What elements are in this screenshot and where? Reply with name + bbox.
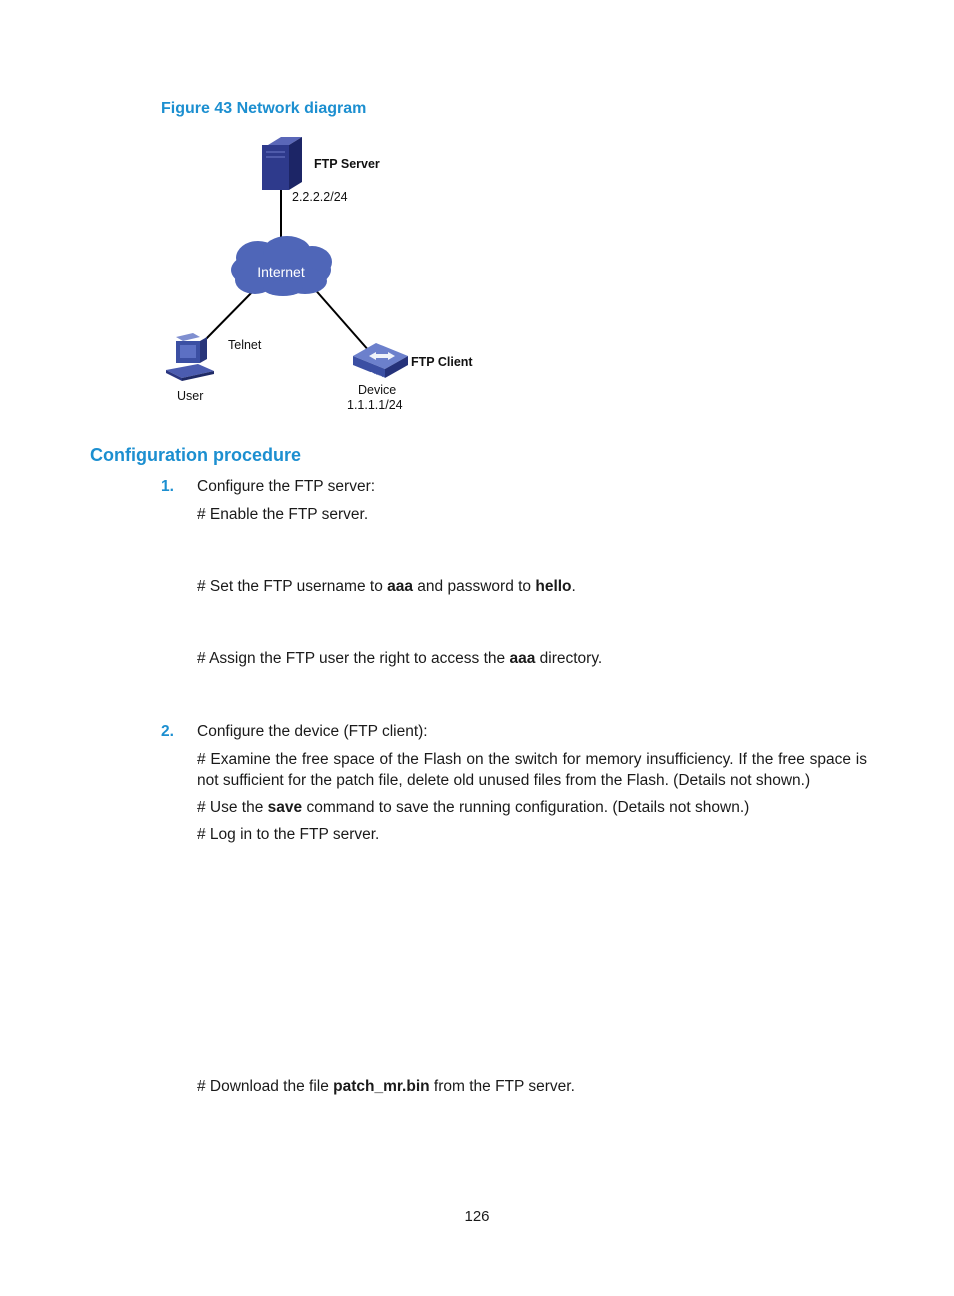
telnet-label: Telnet [228, 338, 261, 352]
login-note: # Log in to the FTP server. [197, 826, 379, 844]
user-link-line [203, 286, 258, 342]
internet-label: Internet [231, 264, 331, 280]
step-1-text: Configure the FTP server: [197, 478, 375, 496]
save-command: save [268, 799, 302, 816]
password-value: hello [535, 578, 571, 595]
directory-value: aaa [509, 650, 535, 667]
device-label: Device [358, 383, 396, 397]
computer-icon [166, 333, 214, 381]
ftp-server-ip: 2.2.2.2/24 [292, 190, 348, 204]
step-2-text: Configure the device (FTP client): [197, 723, 428, 741]
user-label: User [177, 389, 203, 403]
device-link-line [312, 286, 370, 352]
patch-file-name: patch_mr.bin [333, 1078, 429, 1095]
section-title: Configuration procedure [90, 445, 301, 466]
enable-ftp-note: # Enable the FTP server. [197, 506, 368, 524]
ftp-server-label: FTP Server [314, 157, 380, 171]
download-note: # Download the file patch_mr.bin from th… [197, 1078, 575, 1096]
step-2-number: 2. [161, 723, 174, 741]
username-value: aaa [387, 578, 413, 595]
examine-flash-note: # Examine the free space of the Flash on… [197, 749, 867, 791]
device-ip: 1.1.1.1/24 [347, 398, 403, 412]
server-icon [262, 137, 302, 190]
set-credentials-note: # Set the FTP username to aaa and passwo… [197, 578, 576, 596]
switch-icon: SWITCH [353, 343, 408, 384]
page-number: 126 [0, 1208, 954, 1225]
save-config-note: # Use the save command to save the runni… [197, 799, 749, 817]
assign-directory-note: # Assign the FTP user the right to acces… [197, 650, 602, 668]
step-1-number: 1. [161, 478, 174, 496]
ftp-client-label: FTP Client [411, 355, 473, 369]
